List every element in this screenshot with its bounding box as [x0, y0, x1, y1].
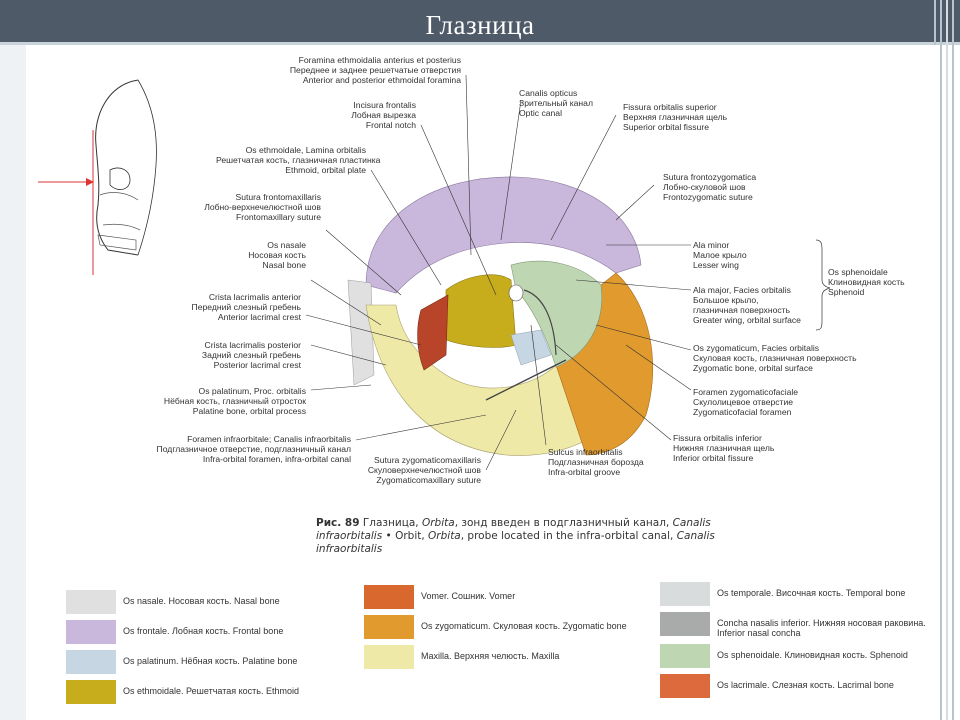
legend-swatch	[66, 650, 116, 674]
leader-lines	[305, 74, 831, 471]
legend-swatch	[364, 585, 414, 609]
slide-header-bar	[0, 0, 960, 42]
legend-swatch	[660, 674, 710, 698]
legend-swatch	[660, 612, 710, 636]
label-foramina-ethmoidalia: Foramina ethmoidalia anterius et posteri…	[289, 55, 461, 85]
orbit-illustration	[347, 176, 654, 456]
legend-swatch	[66, 620, 116, 644]
legend-swatch	[364, 615, 414, 639]
legend-swatch	[660, 582, 710, 606]
header-underline	[0, 42, 960, 45]
left-frame	[0, 45, 26, 720]
textbook-page: Foramina ethmoidalia anterius et posteri…	[26, 45, 936, 720]
figure-caption: Рис. 89 Глазница, Orbita, зонд введен в …	[316, 517, 715, 555]
label-foramen-infraorbitale: Foramen infraorbitale; Canalis infraorbi…	[156, 434, 351, 464]
legend-swatch	[660, 644, 710, 668]
slide-title: Глазница	[425, 10, 535, 40]
skull-thumbnail	[38, 79, 157, 275]
legend-swatch	[364, 645, 414, 669]
legend-swatch	[66, 590, 116, 614]
legend-swatch	[66, 680, 116, 704]
